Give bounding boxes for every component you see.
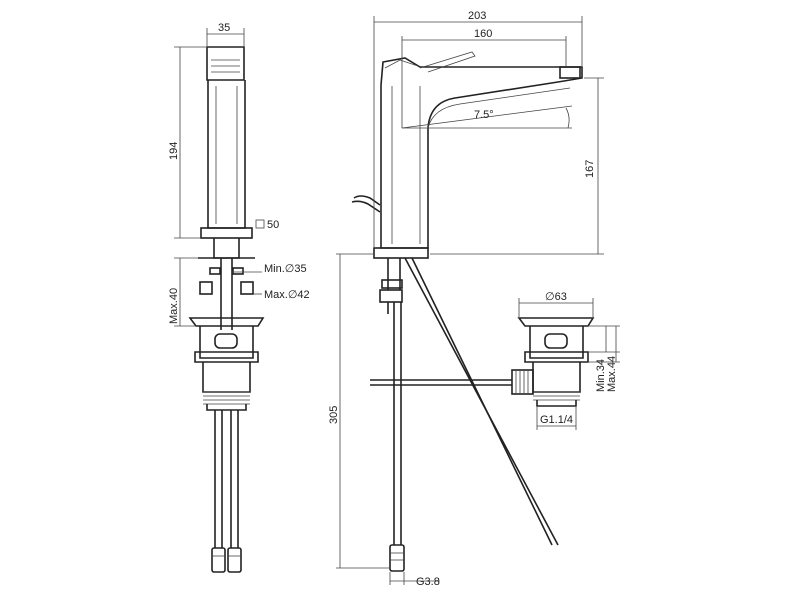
hose-length-label: 305 [328, 406, 340, 424]
waste-assembly: ∅63 Min.34 Max.44 G1.1/4 [511, 291, 620, 430]
side-height-label: 194 [168, 142, 180, 160]
side-view: 35 194 50 Min.∅35 Max.∅42 Max.40 [168, 22, 310, 573]
waste-flange [517, 317, 595, 327]
waste-diameter-label: ∅63 [545, 291, 567, 303]
side-waste-flange [188, 317, 265, 327]
front-view: 203 160 7.5° 167 305 G3.8 [328, 10, 604, 588]
total-length-label: 203 [468, 10, 486, 22]
inlet-thread-label: G3.8 [416, 576, 440, 588]
max-diameter-label: Max.∅42 [264, 289, 310, 301]
waste-max-height-label: Max.44 [606, 356, 618, 392]
reach-label: 160 [474, 28, 492, 40]
max-thickness-label: Max.40 [168, 288, 180, 324]
min-diameter-label: Min.∅35 [264, 263, 307, 275]
side-base [200, 227, 253, 239]
angle-label: 7.5° [474, 109, 494, 121]
front-faucet-body [380, 57, 583, 249]
side-spout-head [206, 46, 245, 81]
waste-thread-label: G1.1/4 [540, 414, 573, 426]
hole-size-label: 50 [267, 219, 279, 231]
spout-height-label: 167 [584, 160, 596, 178]
side-width-label: 35 [218, 22, 230, 34]
waste-min-height-label: Min.34 [595, 359, 607, 392]
side-body [207, 80, 246, 229]
